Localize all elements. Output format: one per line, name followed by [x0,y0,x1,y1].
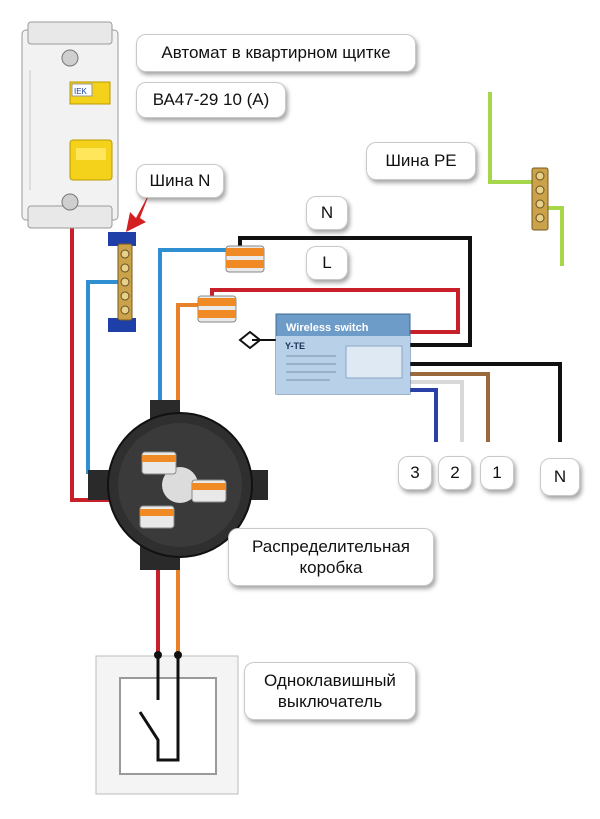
junction-wago-connectors [139,451,227,529]
bus-n-label: Шина N [149,171,211,191]
circuit-breaker [21,21,119,229]
output-n-callout: N [540,458,580,496]
breaker-model: ВА47-29 10 (А) [152,90,270,110]
output-2-callout: 2 [438,456,472,490]
wire-l-label: L [322,253,332,273]
junction-box-label-2: коробка [299,558,363,577]
output-wire-n [408,362,562,442]
junction-box-callout: Распределительная коробка [228,528,434,586]
wireless-switch-module [275,313,411,395]
bus-n-callout: Шина N [136,164,224,198]
output-wire-3 [408,388,438,442]
wire-n-label: N [320,203,334,223]
breaker-title-callout: Автомат в квартирном щитке [136,34,416,72]
n-bus-mount-top [108,232,136,246]
n-bus-mount-bottom [108,318,136,332]
output-2-label: 2 [450,463,460,483]
pe-bus-bar [531,167,549,231]
breaker-title: Автомат в квартирном щитке [161,43,391,63]
red-l-line [210,288,460,334]
wago-connector-l [197,295,237,323]
black-n-line [238,236,472,347]
pe-bus-screws [535,171,545,223]
junction-box-label-1: Распределительная [251,536,410,556]
antenna-icon [238,330,262,350]
output-n-label: N [553,467,567,487]
wire-l-callout: L [306,246,348,280]
bus-pe-callout: Шина PE [366,142,476,180]
bus-pe-label: Шина PE [385,151,457,171]
blue-wire-box-to-n-connector [158,248,238,460]
output-wire-2 [408,380,464,442]
light-switch [95,651,239,795]
red-pointer-arrow-icon [126,192,150,232]
wire-n-callout: N [306,196,348,230]
switch-label-1: Одноклавишный [264,670,396,690]
breaker-brand-badge [71,83,93,97]
output-1-label: 1 [492,463,502,483]
breaker-model-callout: ВА47-29 10 (А) [136,82,286,118]
output-wire-1 [408,372,490,442]
pe-green-wire [488,92,540,184]
wago-connector-n [225,245,265,273]
output-1-callout: 1 [480,456,514,490]
output-3-label: 3 [410,463,420,483]
module-brand: Y-TE [285,341,305,351]
switch-label-2: выключатель [277,692,383,711]
n-bus-screws [120,249,130,315]
output-3-callout: 3 [398,456,432,490]
module-name: Wireless switch [286,322,369,334]
breaker-brand: IEK [74,87,88,96]
switch-callout: Одноклавишный выключатель [244,662,416,720]
